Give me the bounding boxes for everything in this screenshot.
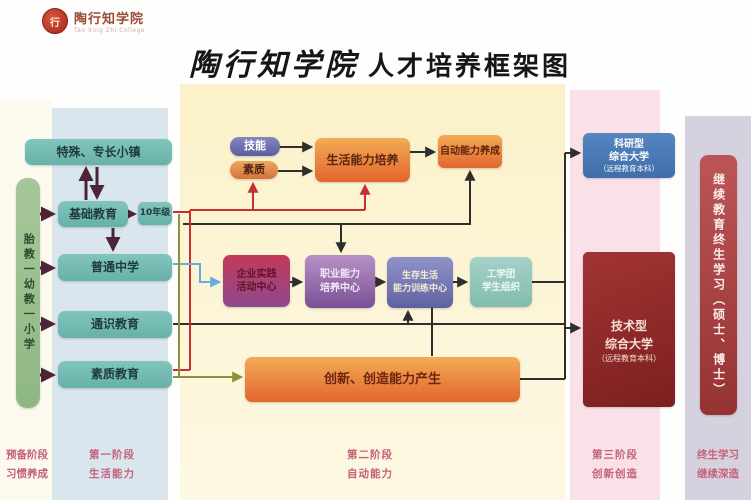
skill-label: 技能 [244, 139, 266, 153]
technical-line2: 综合大学 [604, 337, 653, 351]
innovation-box: 创新、创造能力产生 [245, 357, 520, 402]
innovation-label: 创新、创造能力产生 [323, 371, 441, 387]
enterprise-line2: 活动中心 [236, 282, 277, 293]
research-line1: 科研型 [614, 138, 644, 150]
logo-name: 陶行知学院 [74, 12, 145, 27]
page-title: 陶行知学院人才培养框架图 [170, 40, 590, 84]
workstudy-line1: 工学团 [486, 269, 516, 281]
stage-label-preparatory: 预备阶段 习惯养成 [2, 446, 52, 484]
survival-training-box: 生存生活能力训练中心 [387, 257, 453, 308]
college-logo: 行 陶行知学院 Tao Xing Zhi College [42, 8, 145, 34]
logo-subtitle: Tao Xing Zhi College [74, 27, 146, 34]
technical-university-box: 技术型综合大学 （远程教育本科） [583, 252, 675, 407]
quality-education-label: 素质教育 [90, 367, 139, 382]
skill-box: 技能 [230, 137, 280, 156]
quality-box: 素质 [230, 161, 278, 179]
early-stage-label: 胎教一幼教一小学 [22, 233, 36, 353]
vocational-ability-box: 职业能力培养中心 [305, 255, 375, 308]
stage0-line1: 预备阶段 [6, 449, 48, 461]
basic-education-box: 基础教育 [58, 201, 128, 227]
vocational-line2: 培养中心 [320, 282, 360, 294]
research-university-box: 科研型综合大学（远程教育本科） [583, 133, 675, 178]
stage2-line1: 第二阶段 [347, 449, 393, 461]
stage-label-2: 第二阶段 自动能力 [330, 446, 410, 484]
life-ability-box: 生活能力培养 [315, 138, 410, 182]
research-line2: 综合大学 [609, 151, 649, 163]
title-rest: 人才培养框架图 [367, 52, 571, 82]
grade10-box: 10年级 [138, 202, 172, 225]
stage2-line2: 自动能力 [347, 467, 393, 480]
stage1-line2: 生活能力 [89, 467, 135, 480]
workstudy-group-box: 工学团学生组织 [470, 257, 532, 307]
workstudy-line2: 学生组织 [481, 282, 520, 293]
life-ability-label: 生活能力培养 [326, 152, 399, 167]
title-calligraphy: 陶行知学院 [188, 48, 359, 83]
stage4-line1: 终生学习 [697, 449, 739, 461]
auto-ability-label: 自动能力养成 [440, 145, 500, 157]
quality-education-box: 素质教育 [58, 361, 172, 388]
middle-school-label: 普通中学 [90, 260, 139, 275]
stage-label-lifelong: 终生学习 继续深造 [685, 446, 751, 484]
vocational-line1: 职业能力 [320, 269, 360, 280]
seal-icon: 行 [42, 8, 68, 34]
special-town-label: 特殊、专长小镇 [56, 144, 141, 159]
early-stage-bar: 胎教一幼教一小学 [16, 178, 40, 408]
band-stage1 [52, 108, 168, 500]
survival-line2: 能力训练中心 [392, 283, 447, 294]
survival-line1: 生存生活 [401, 271, 438, 282]
stage1-line1: 第一阶段 [89, 449, 135, 461]
auto-ability-box: 自动能力养成 [438, 135, 502, 168]
technical-line1: 技术型 [610, 319, 647, 333]
stage4-line2: 继续深造 [697, 467, 739, 480]
enterprise-practice-box: 企业实践活动中心 [223, 255, 290, 307]
stage-label-1: 第一阶段 生活能力 [72, 446, 152, 484]
quality-label: 素质 [243, 162, 265, 176]
research-line3: （远程教育本科） [599, 163, 659, 173]
special-town-box: 特殊、专长小镇 [25, 139, 172, 165]
stage-label-3: 第三阶段 创新创造 [575, 446, 655, 484]
middle-school-box: 普通中学 [58, 254, 172, 281]
stage3-line1: 第三阶段 [592, 449, 638, 461]
continuing-education-bar: 继续教育终生学习（硕士、博士） [700, 155, 737, 415]
grade10-label: 10年级 [139, 208, 171, 219]
general-education-box: 通识教育 [58, 311, 172, 338]
enterprise-line1: 企业实践 [236, 268, 277, 280]
basic-education-label: 基础教育 [68, 206, 117, 221]
stage0-line2: 习惯养成 [6, 467, 48, 480]
general-education-label: 通识教育 [90, 317, 139, 332]
stage3-line2: 创新创造 [592, 467, 638, 480]
technical-line3: （远程教育本科） [597, 354, 661, 363]
continuing-education-label: 继续教育终生学习（硕士、博士） [711, 172, 726, 398]
